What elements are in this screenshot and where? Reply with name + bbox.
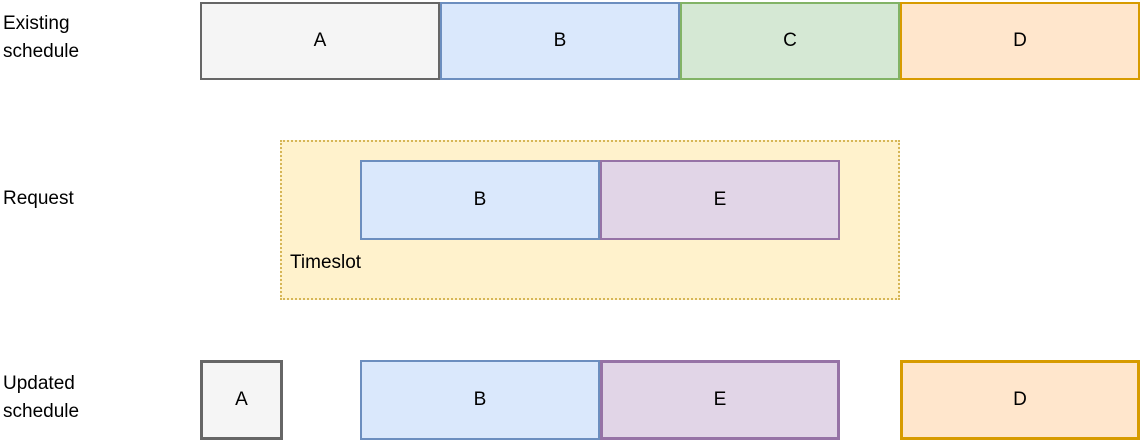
existing-block-a: A	[200, 2, 440, 80]
request-block-b: B	[360, 160, 600, 240]
updated-block-e: E	[600, 360, 840, 440]
existing-block-b: B	[440, 2, 680, 80]
existing-schedule-label: Existing schedule	[3, 13, 80, 62]
existing-block-d: D	[900, 2, 1140, 80]
request-block-e: E	[600, 160, 840, 240]
updated-block-d: D	[900, 360, 1140, 440]
updated-block-a: A	[200, 360, 283, 440]
timeslot-label: Timeslot	[290, 252, 362, 273]
existing-block-c: C	[680, 2, 900, 80]
updated-schedule-label: Updated schedule	[3, 373, 80, 422]
request-label: Request	[3, 188, 74, 209]
updated-block-b: B	[360, 360, 600, 440]
